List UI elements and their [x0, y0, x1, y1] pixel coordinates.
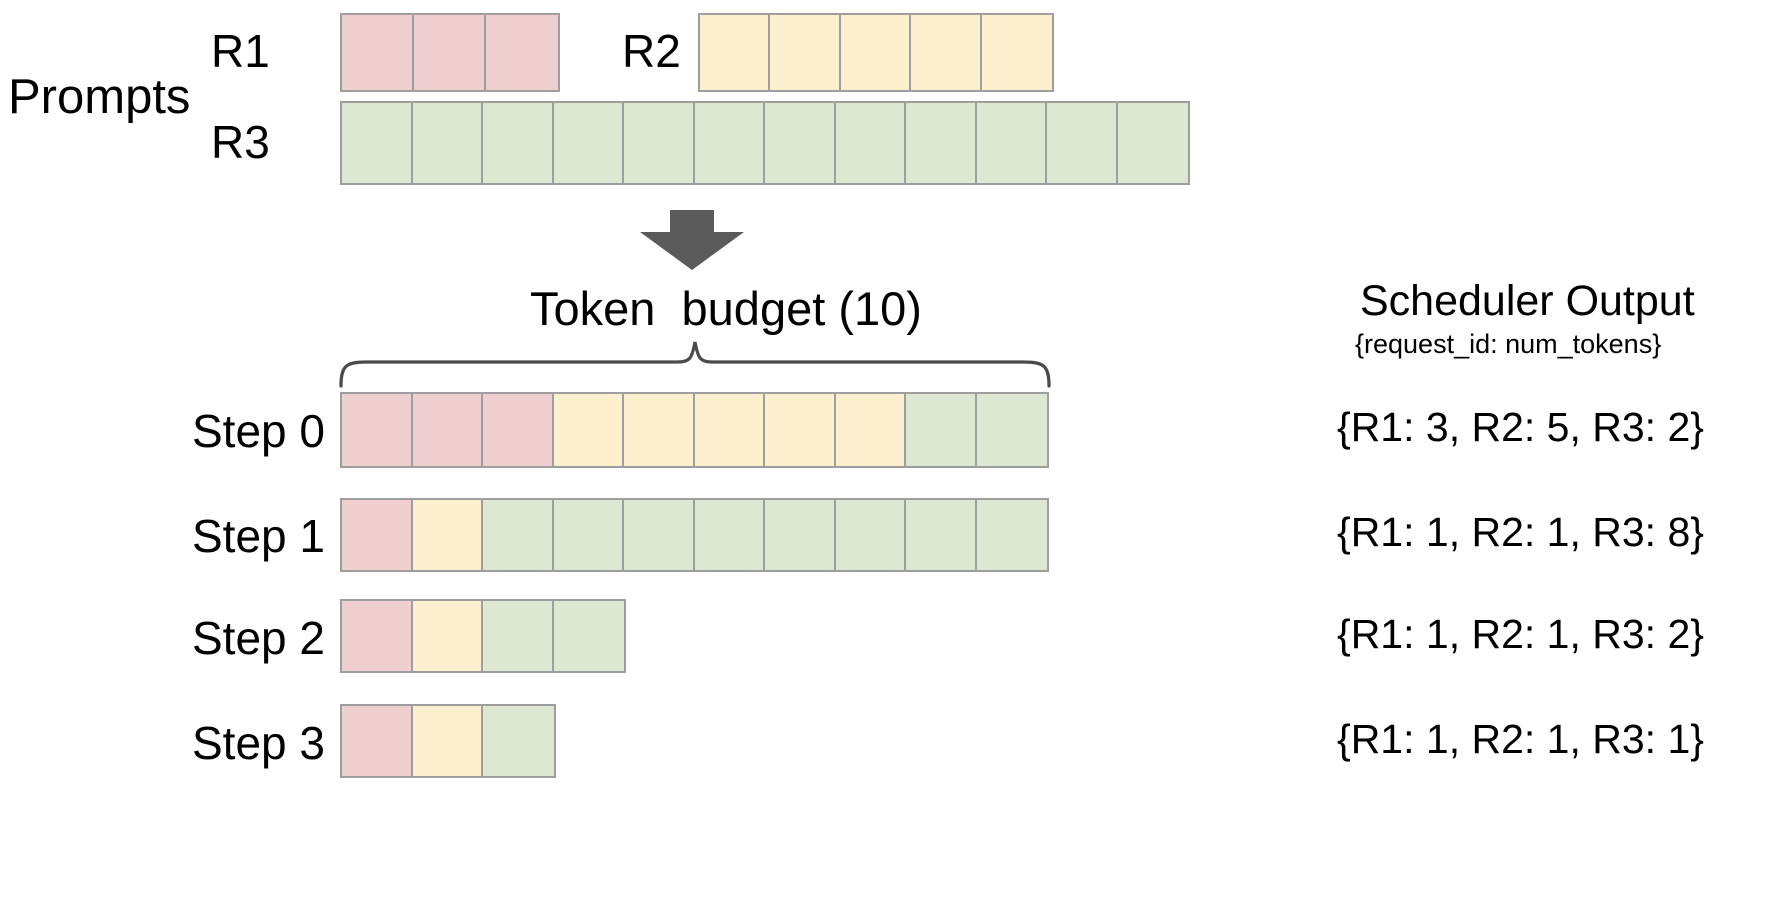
- step-label-2: Step 2: [192, 612, 325, 664]
- token-cell-r3: [976, 394, 1047, 466]
- token-cell-r3: [342, 103, 413, 183]
- token-cell-r2: [700, 15, 771, 90]
- token-budget-label: Token budget (10): [530, 282, 922, 335]
- step-row-1: [340, 498, 1049, 572]
- token-cell-r3: [906, 394, 977, 466]
- step-label-3: Step 3: [192, 717, 325, 769]
- token-cell-r2: [412, 500, 483, 570]
- token-cell-r2: [770, 15, 841, 90]
- prompt-row-label-r2: R2: [622, 25, 681, 77]
- token-cell-r3: [553, 103, 624, 183]
- prompt-row-r3: [340, 101, 1190, 185]
- step-label-1: Step 1: [192, 510, 325, 562]
- token-cell-r3: [1117, 103, 1188, 183]
- token-cell-r3: [976, 103, 1047, 183]
- token-cell-r3: [412, 103, 483, 183]
- step-row-2: [340, 599, 626, 673]
- token-cell-r3: [483, 706, 554, 776]
- token-cell-r2: [911, 15, 982, 90]
- scheduler-output-subtitle: {request_id: num_tokens}: [1355, 329, 1662, 359]
- token-cell-r3: [553, 500, 624, 570]
- prompts-label: Prompts: [8, 70, 191, 124]
- step-label-0: Step 0: [192, 405, 325, 457]
- token-cell-r1: [342, 601, 413, 671]
- token-cell-r2: [412, 601, 483, 671]
- token-cell-r2: [412, 706, 483, 776]
- token-cell-r3: [835, 500, 906, 570]
- token-cell-r2: [694, 394, 765, 466]
- token-cell-r1: [483, 394, 554, 466]
- token-cell-r1: [342, 500, 413, 570]
- token-cell-r2: [981, 15, 1052, 90]
- token-cell-r2: [835, 394, 906, 466]
- token-cell-r2: [624, 394, 695, 466]
- step-row-0: [340, 392, 1049, 468]
- token-cell-r3: [553, 601, 624, 671]
- step-row-3: [340, 704, 556, 778]
- token-cell-r1: [412, 394, 483, 466]
- scheduler-output-step-1: {R1: 1, R2: 1, R3: 8}: [1337, 509, 1704, 555]
- prompt-row-label-r1: R1: [211, 25, 270, 77]
- curly-brace-icon: [338, 340, 1052, 388]
- token-cell-r1: [342, 394, 413, 466]
- token-cell-r3: [624, 103, 695, 183]
- token-cell-r1: [342, 15, 414, 90]
- token-cell-r1: [486, 15, 558, 90]
- token-cell-r3: [624, 500, 695, 570]
- token-cell-r3: [765, 500, 836, 570]
- token-cell-r1: [414, 15, 486, 90]
- token-cell-r3: [694, 103, 765, 183]
- token-cell-r3: [483, 500, 554, 570]
- token-cell-r3: [906, 500, 977, 570]
- token-cell-r3: [694, 500, 765, 570]
- token-cell-r2: [553, 394, 624, 466]
- token-cell-r3: [1047, 103, 1118, 183]
- token-cell-r3: [765, 103, 836, 183]
- scheduler-output-step-3: {R1: 1, R2: 1, R3: 1}: [1337, 716, 1704, 762]
- token-cell-r3: [483, 103, 554, 183]
- token-cell-r2: [765, 394, 836, 466]
- down-arrow-icon: [637, 210, 747, 272]
- prompt-row-label-r3: R3: [211, 116, 270, 168]
- scheduler-output-step-2: {R1: 1, R2: 1, R3: 2}: [1337, 611, 1704, 657]
- token-cell-r3: [906, 103, 977, 183]
- token-cell-r3: [976, 500, 1047, 570]
- token-cell-r2: [840, 15, 912, 90]
- prompt-row-r1: [340, 13, 560, 92]
- prompt-row-r2: [698, 13, 1054, 92]
- scheduler-output-step-0: {R1: 3, R2: 5, R3: 2}: [1337, 404, 1704, 450]
- token-cell-r3: [835, 103, 906, 183]
- token-cell-r1: [342, 706, 413, 776]
- scheduler-output-title: Scheduler Output: [1360, 277, 1695, 325]
- token-cell-r3: [483, 601, 554, 671]
